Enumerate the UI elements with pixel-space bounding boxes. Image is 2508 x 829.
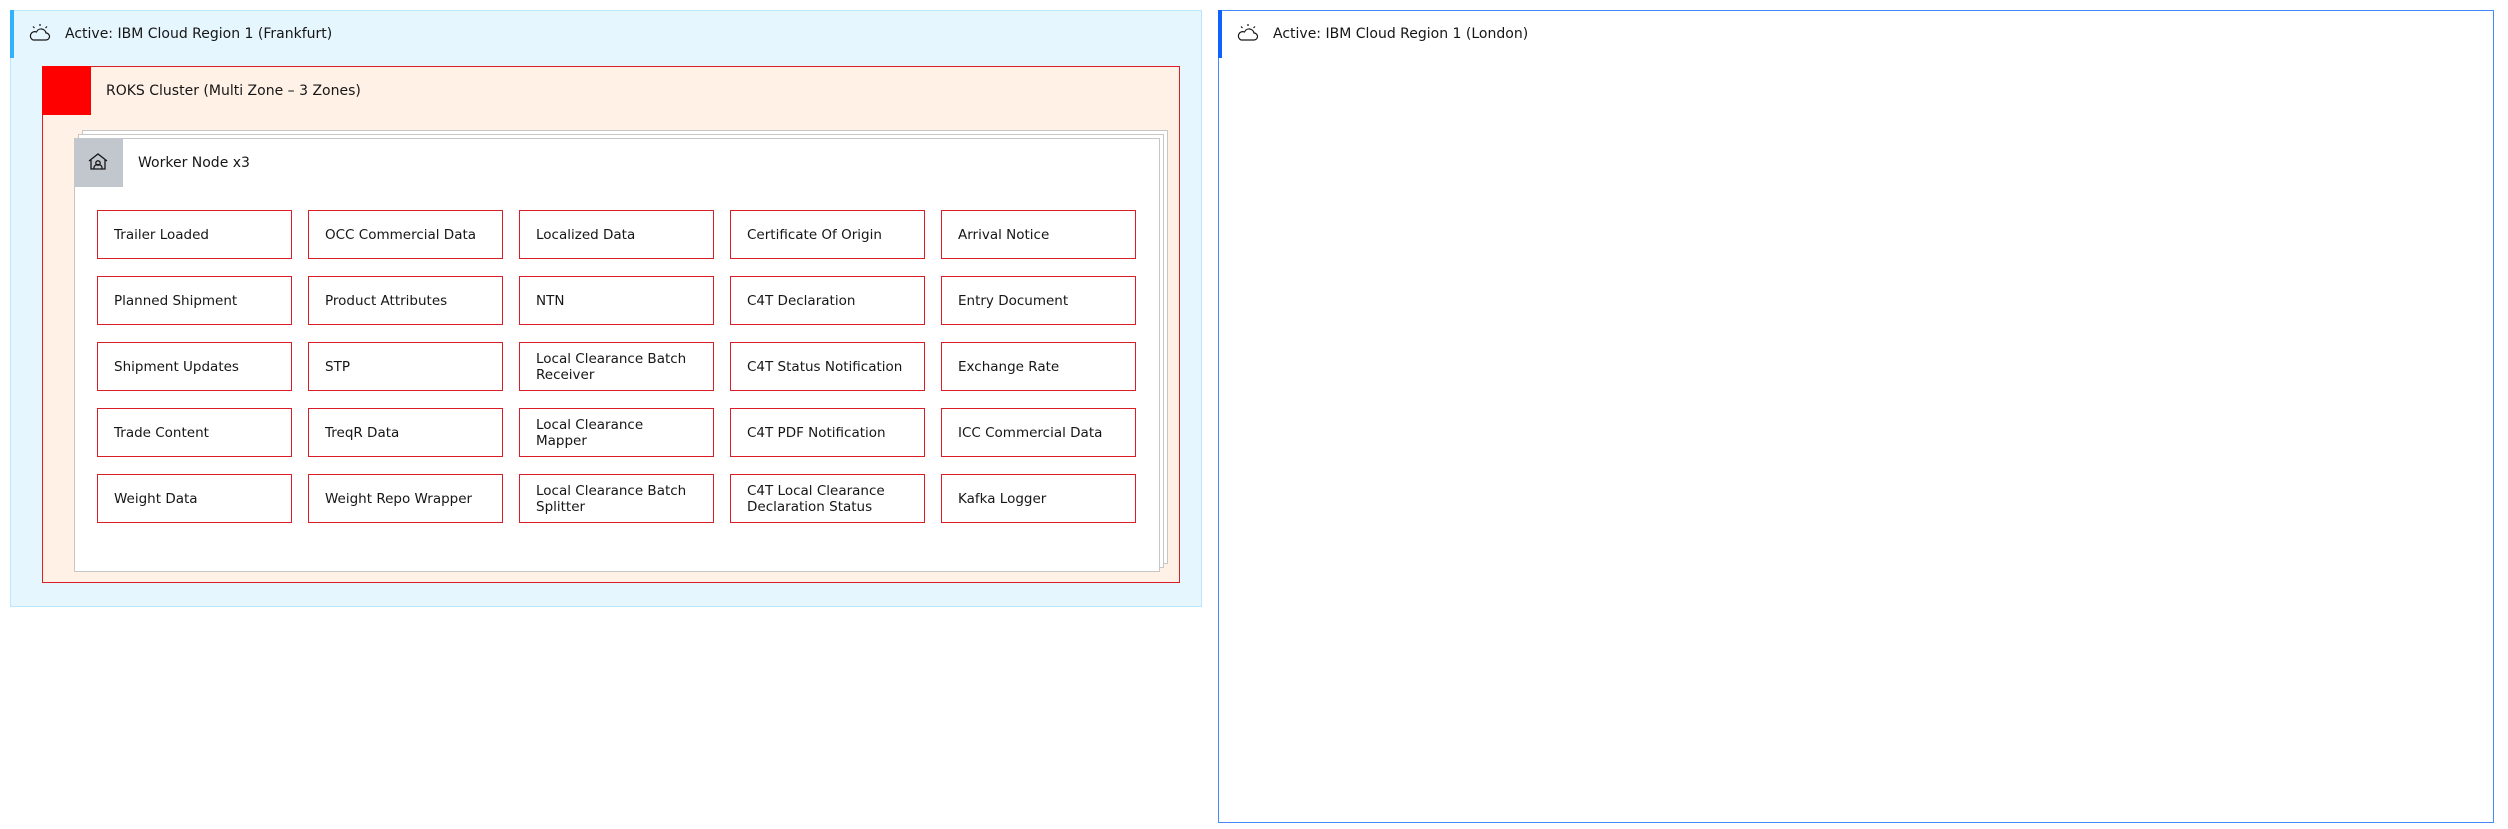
cloud-region-icon xyxy=(29,24,51,41)
service-box: Weight Data xyxy=(97,474,292,523)
worker-node-icon xyxy=(74,138,123,187)
service-label: Weight Data xyxy=(114,490,198,507)
region-frankfurt-header: Active: IBM Cloud Region 1 (Frankfurt) xyxy=(10,10,1201,58)
service-box: Planned Shipment xyxy=(97,276,292,325)
region-frankfurt-title: Active: IBM Cloud Region 1 (Frankfurt) xyxy=(65,26,333,42)
service-label: Planned Shipment xyxy=(114,292,238,309)
service-box: NTN xyxy=(519,276,714,325)
region-london: Active: IBM Cloud Region 1 (London) xyxy=(1218,10,2494,823)
service-label: Kafka Logger xyxy=(958,490,1047,507)
service-label: STP xyxy=(325,358,350,375)
service-label: Localized Data xyxy=(536,226,636,243)
service-label: Local Clearance Batch Receiver xyxy=(536,350,687,383)
service-label: TreqR Data xyxy=(325,424,400,441)
region-london-title: Active: IBM Cloud Region 1 (London) xyxy=(1273,26,1529,42)
cluster-icon xyxy=(42,66,91,115)
service-label: Arrival Notice xyxy=(958,226,1050,243)
region-frankfurt: Active: IBM Cloud Region 1 (Frankfurt) R… xyxy=(10,10,1202,607)
cluster-title: ROKS Cluster (Multi Zone – 3 Zones) xyxy=(106,83,361,99)
region-london-header: Active: IBM Cloud Region 1 (London) xyxy=(1218,10,2493,58)
service-label: Shipment Updates xyxy=(114,358,239,375)
cloud-region-icon xyxy=(1237,24,1259,41)
service-box: Kafka Logger xyxy=(941,474,1136,523)
service-box: C4T Declaration xyxy=(730,276,925,325)
service-label: C4T Local Clearance Declaration Status xyxy=(747,482,885,515)
service-box: Local Clearance Mapper xyxy=(519,408,714,457)
service-box: TreqR Data xyxy=(308,408,503,457)
service-label: Local Clearance Mapper xyxy=(536,416,644,449)
service-label: Product Attributes xyxy=(325,292,448,309)
worker-node-title: Worker Node x3 xyxy=(138,155,250,171)
service-box: Trailer Loaded xyxy=(97,210,292,259)
service-box: STP xyxy=(308,342,503,391)
worker-node: Worker Node x3 Trailer Loaded OCC Commerc… xyxy=(74,138,1160,572)
service-box: Certificate Of Origin xyxy=(730,210,925,259)
service-label: Entry Document xyxy=(958,292,1069,309)
service-label: Trade Content xyxy=(114,424,209,441)
roks-cluster: ROKS Cluster (Multi Zone – 3 Zones) Work… xyxy=(42,66,1180,583)
service-box: Shipment Updates xyxy=(97,342,292,391)
service-label: Weight Repo Wrapper xyxy=(325,490,473,507)
service-label: Exchange Rate xyxy=(958,358,1060,375)
service-label: ICC Commercial Data xyxy=(958,424,1103,441)
service-box: Product Attributes xyxy=(308,276,503,325)
service-label: Certificate Of Origin xyxy=(747,226,882,243)
service-box: OCC Commercial Data xyxy=(308,210,503,259)
service-box: C4T Status Notification xyxy=(730,342,925,391)
service-box: C4T Local Clearance Declaration Status xyxy=(730,474,925,523)
service-box: Localized Data xyxy=(519,210,714,259)
service-box: Local Clearance Batch Receiver xyxy=(519,342,714,391)
service-label: C4T Status Notification xyxy=(747,358,903,375)
service-label: C4T PDF Notification xyxy=(747,424,886,441)
service-box: Entry Document xyxy=(941,276,1136,325)
service-label: NTN xyxy=(536,292,565,309)
service-box: Trade Content xyxy=(97,408,292,457)
service-label: Local Clearance Batch Splitter xyxy=(536,482,687,515)
service-box: ICC Commercial Data xyxy=(941,408,1136,457)
service-label: OCC Commercial Data xyxy=(325,226,477,243)
service-box: Exchange Rate xyxy=(941,342,1136,391)
service-label: C4T Declaration xyxy=(747,292,856,309)
service-box: Arrival Notice xyxy=(941,210,1136,259)
service-label: Trailer Loaded xyxy=(114,226,209,243)
service-box: Weight Repo Wrapper xyxy=(308,474,503,523)
service-box: C4T PDF Notification xyxy=(730,408,925,457)
service-box: Local Clearance Batch Splitter xyxy=(519,474,714,523)
